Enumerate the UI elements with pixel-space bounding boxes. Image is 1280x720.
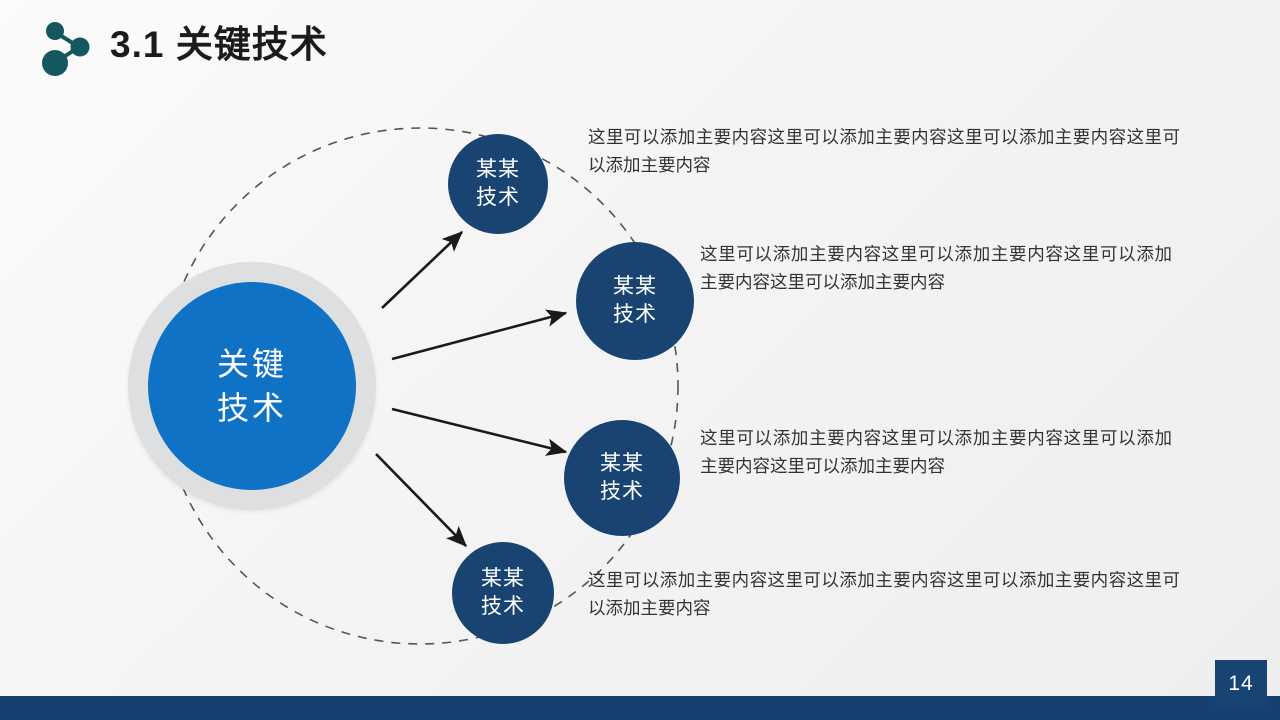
hub-node-inner: 关键 技术 — [148, 282, 356, 490]
tech-description-4: 这里可以添加主要内容这里可以添加主要内容这里可以添加主要内容这里可以添加主要内容 — [588, 570, 1180, 618]
arrow-to-node-2 — [391, 309, 568, 361]
orbit-dashed-circle — [161, 127, 679, 645]
tech-node-3-label: 某某 技术 — [600, 452, 644, 503]
share-nodes-icon — [34, 16, 102, 78]
slide-header: 3.1 关键技术 — [0, 0, 1280, 96]
page-number-badge: 14 — [1215, 660, 1267, 708]
tech-node-2[interactable]: 某某 技术 — [576, 242, 694, 360]
tech-node-4-label: 某某 技术 — [481, 567, 525, 618]
tech-node-3[interactable]: 某某 技术 — [564, 420, 680, 536]
tech-description-3: 这里可以添加主要内容这里可以添加主要内容这里可以添加主要内容这里可以添加主要内容 — [700, 428, 1172, 476]
hub-node-label: 关键 技术 — [216, 346, 287, 426]
arrow-to-node-3 — [391, 407, 568, 456]
tech-description-2: 这里可以添加主要内容这里可以添加主要内容这里可以添加主要内容这里可以添加主要内容 — [700, 244, 1172, 292]
tech-node-4[interactable]: 某某 技术 — [452, 542, 554, 644]
page-title: 3.1 关键技术 — [110, 24, 328, 65]
footer-bar — [0, 696, 1280, 720]
hub-node[interactable]: 关键 技术 — [128, 262, 376, 510]
tech-node-2-label: 某某 技术 — [613, 275, 657, 326]
tech-description-1: 这里可以添加主要内容这里可以添加主要内容这里可以添加主要内容这里可以添加主要内容 — [588, 127, 1180, 175]
tech-node-1[interactable]: 某某 技术 — [448, 134, 548, 234]
arrow-to-node-4 — [375, 453, 467, 547]
arrow-to-node-1 — [381, 231, 463, 309]
tech-node-1-label: 某某 技术 — [476, 158, 520, 209]
